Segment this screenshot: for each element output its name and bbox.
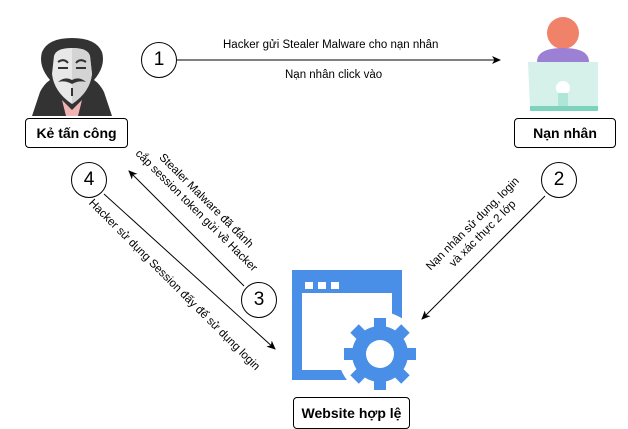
step-4-badge: 4 [71,162,107,198]
step-1-text-below: Nạn nhân click vào [285,69,383,81]
attacker-label: Kẻ tấn công [25,118,128,148]
arrow-step-4 [103,193,276,350]
website-icon [292,270,422,396]
hacker-icon [32,38,112,116]
victim-icon [528,17,598,111]
step-1-badge: 1 [141,42,177,78]
arrow-step-3 [128,170,245,287]
step-1-text-above: Hacker gửi Stealer Malware cho nạn nhân [223,39,439,51]
step-2-badge: 2 [541,162,577,198]
step-3-badge: 3 [241,282,277,318]
website-label: Website hợp lệ [293,397,410,429]
victim-label: Nạn nhân [514,118,616,148]
arrow-step-2 [421,195,546,320]
